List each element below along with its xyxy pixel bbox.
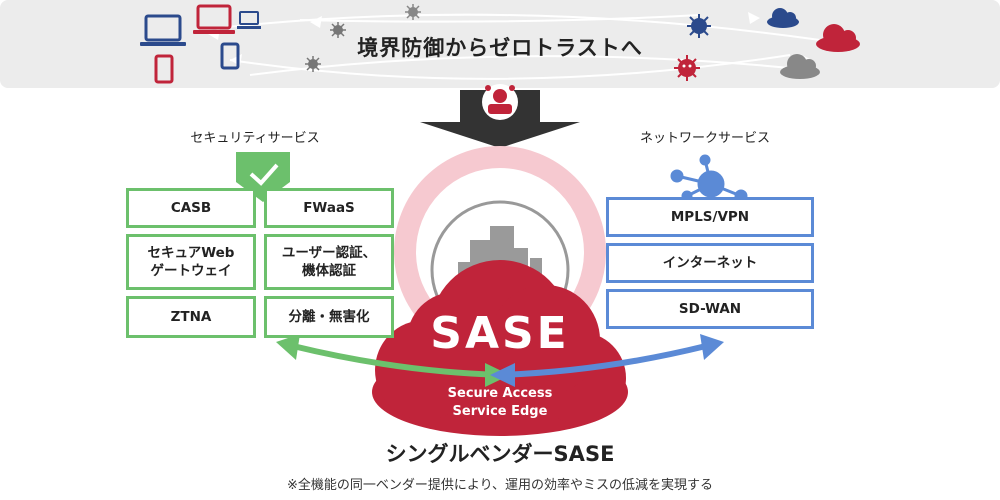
virus-icon-red — [674, 55, 700, 81]
laptop-icon-blue — [140, 14, 186, 46]
laptop-icon-red — [193, 4, 235, 34]
network-services-label: ネットワークサービス — [639, 131, 770, 146]
sase-subtitle-line2: Service Edge — [452, 403, 548, 419]
service-box-mpls-vpn: MPLS/VPN — [606, 197, 814, 237]
service-box-casb: CASB — [126, 188, 256, 228]
cloud-icon-blue — [767, 8, 799, 28]
flow-lines — [199, 13, 821, 80]
network-hub-icon — [670, 154, 748, 203]
banner-title: 境界防御からゼロトラストへ — [357, 36, 643, 60]
service-box-internet: インターネット — [606, 243, 814, 283]
virus-icon-blue — [687, 14, 711, 38]
service-box-sd-wan: SD-WAN — [606, 289, 814, 329]
laptop-icon-small — [237, 11, 261, 29]
security-services-label: セキュリティサービス — [190, 131, 320, 146]
sase-subtitle: Secure Access Service Edge — [420, 385, 580, 420]
footer-note: ※全機能の同一ベンダー提供により、運用の効率やミスの低減を実現する — [286, 478, 714, 493]
virus-icon-1 — [330, 22, 346, 38]
phone-icon-red — [154, 54, 174, 84]
cloud-icon-red — [816, 24, 860, 52]
cloud-icon-gray — [780, 54, 820, 79]
footer-title: シングルベンダーSASE — [385, 442, 615, 466]
service-box-auth: ユーザー認証、 機体認証 — [264, 234, 394, 290]
sase-title: SASE — [430, 308, 570, 359]
service-box-fwaas: FWaaS — [264, 188, 394, 228]
attacker-icon — [482, 84, 518, 120]
virus-icon-2 — [405, 4, 421, 20]
sase-subtitle-line1: Secure Access — [447, 386, 553, 401]
phone-icon-blue — [220, 42, 240, 70]
service-box-ztna: ZTNA — [126, 296, 256, 338]
blue-arrow — [490, 334, 724, 387]
service-box-swg: セキュアWeb ゲートウェイ — [126, 234, 256, 290]
service-box-isolation: 分離・無害化 — [264, 296, 394, 338]
virus-icon-3 — [305, 56, 321, 72]
